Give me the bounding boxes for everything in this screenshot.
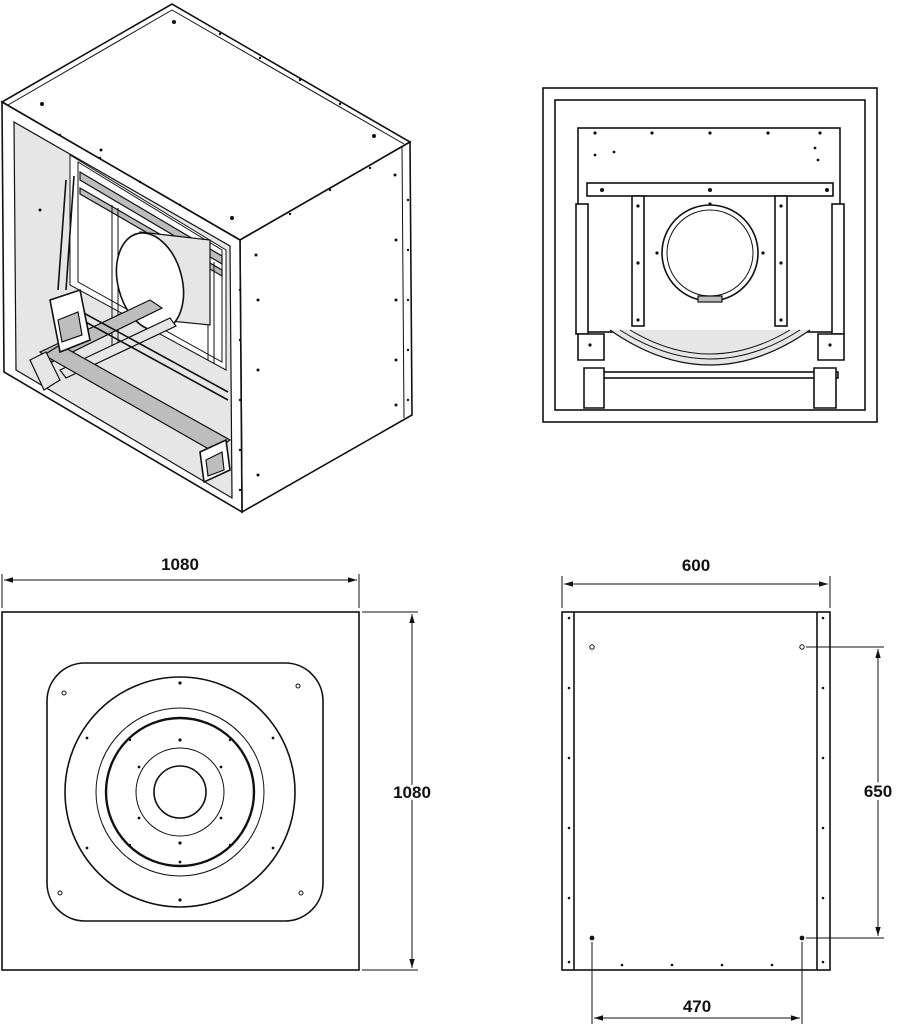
inlet-ring xyxy=(661,204,759,302)
inlet-view xyxy=(542,87,878,423)
dim-side-width-label: 600 xyxy=(682,556,710,575)
outer-ring xyxy=(64,676,296,908)
screws xyxy=(38,20,410,492)
side-view: 600 650 470 xyxy=(561,556,895,1024)
dim-front-width-label: 1080 xyxy=(161,555,199,574)
dim-side-bottom-label: 470 xyxy=(683,997,711,1016)
dim-side-height-label: 650 xyxy=(864,782,892,801)
inlet-plate xyxy=(46,662,324,922)
impeller-ring xyxy=(104,716,256,868)
side-panel-view xyxy=(561,611,831,971)
front-view: 1080 1080 xyxy=(1,555,434,971)
isometric-view xyxy=(0,3,413,514)
dim-front-height-label: 1080 xyxy=(393,783,431,802)
hub xyxy=(153,765,207,819)
